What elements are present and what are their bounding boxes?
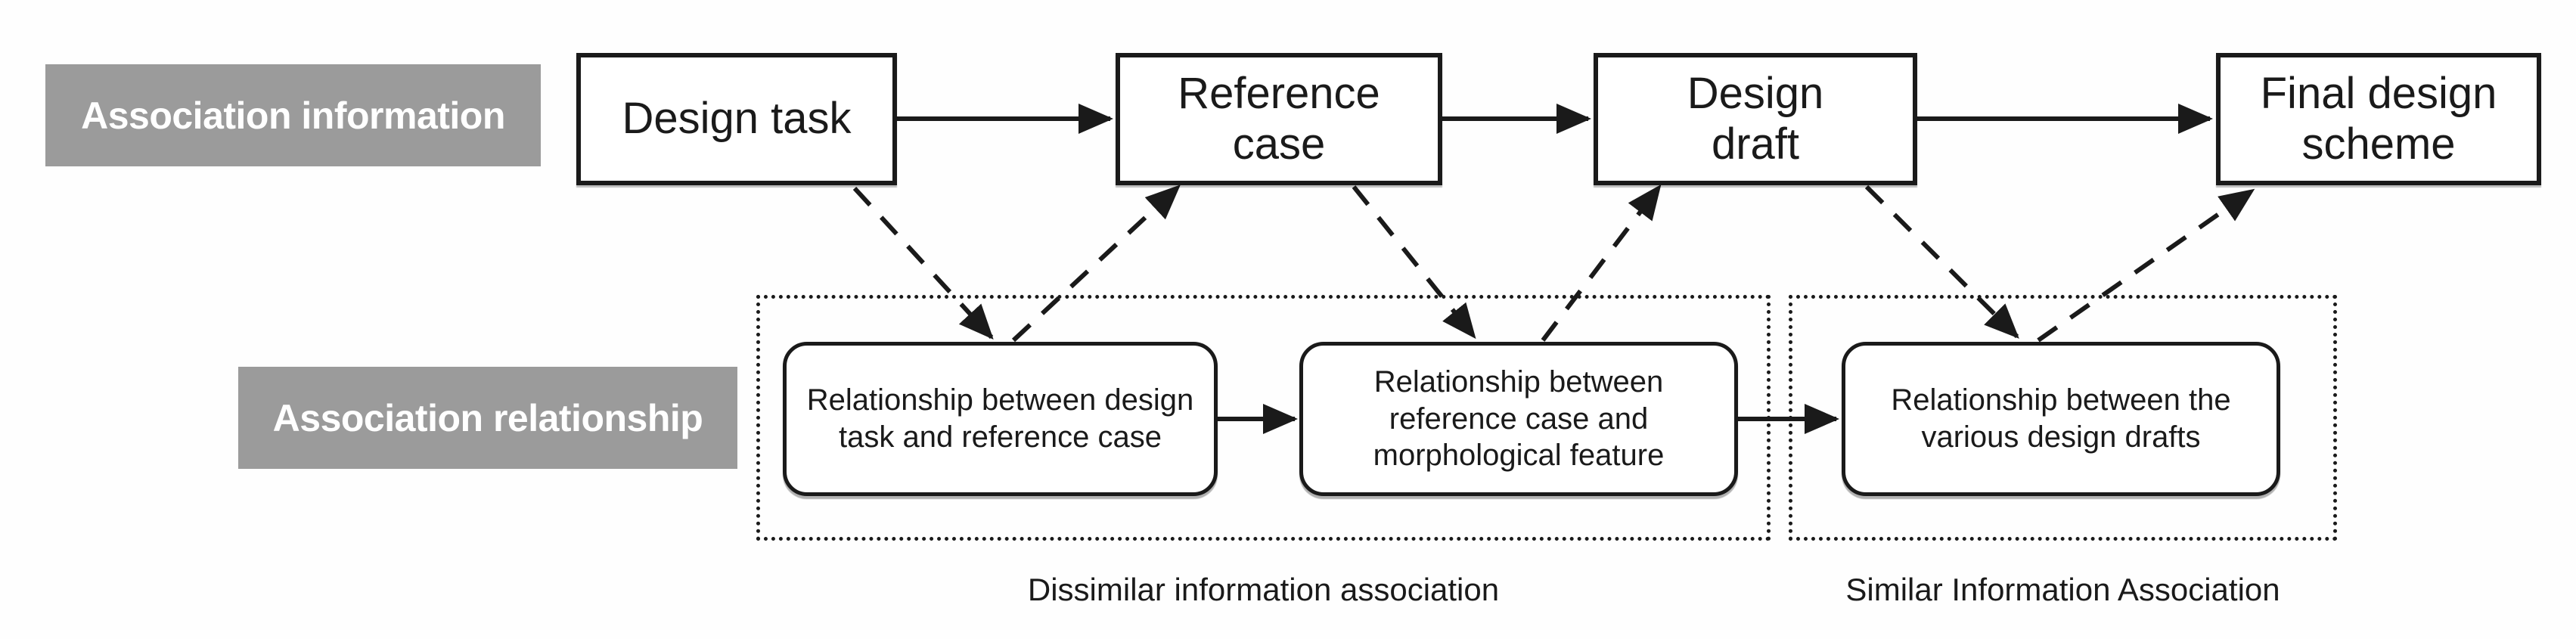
node-design-draft: Design draft	[1594, 53, 1917, 185]
node-reference-case: Reference case	[1116, 53, 1442, 185]
node-label: Reference case	[1178, 68, 1380, 169]
dashed-arrow-rel3-to-final-design-scheme	[2037, 188, 2255, 343]
caption-text: Dissimilar information association	[1027, 571, 1500, 607]
row-label-association-relationship: Association relationship	[238, 367, 737, 469]
node-relationship-draft-variants: Relationship between the various design …	[1842, 342, 2280, 496]
caption-dissimilar-association: Dissimilar information association	[756, 569, 1771, 610]
node-label: Relationship between the various design …	[1891, 383, 2231, 454]
row-label-text: Association relationship	[272, 396, 703, 439]
node-design-task: Design task	[576, 53, 897, 185]
node-final-design-scheme: Final design scheme	[2216, 53, 2541, 185]
dashed-arrow-design-task-to-rel1	[852, 186, 994, 340]
node-label: Design draft	[1687, 68, 1824, 169]
node-label: Design task	[622, 94, 852, 144]
dashed-arrow-reference-case-to-rel2	[1352, 185, 1476, 340]
row-label-text: Association information	[81, 94, 505, 137]
dashed-arrow-rel2-to-design-draft	[1541, 184, 1662, 342]
node-relationship-task-reference: Relationship between design task and ref…	[783, 342, 1218, 496]
node-label: Final design scheme	[2260, 68, 2497, 169]
row-label-association-information: Association information	[45, 64, 541, 166]
node-relationship-reference-morphology: Relationship between reference case and …	[1299, 342, 1738, 496]
group-frame-dissimilar	[756, 295, 1771, 541]
caption-text: Similar Information Association	[1845, 571, 2280, 607]
caption-similar-association: Similar Information Association	[1789, 569, 2337, 610]
dashed-arrow-design-draft-to-rel3	[1864, 185, 2019, 339]
node-label: Relationship between reference case and …	[1373, 364, 1665, 473]
group-frame-similar	[1789, 295, 2337, 541]
node-label: Relationship between design task and ref…	[806, 383, 1194, 454]
